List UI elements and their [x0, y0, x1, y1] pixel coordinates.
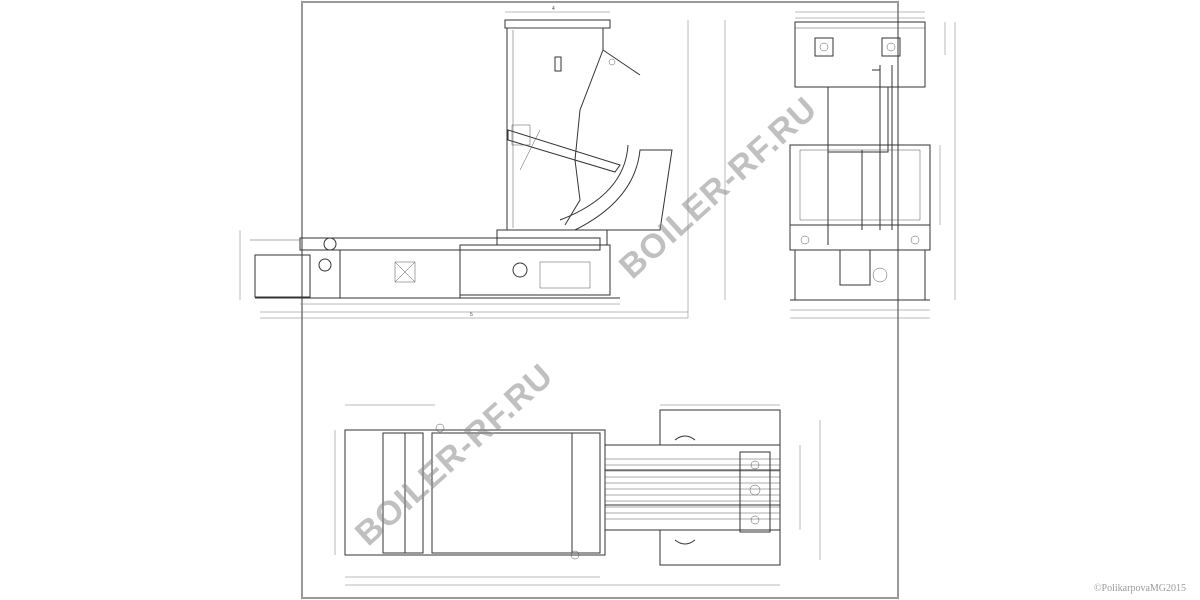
front-view: [789, 11, 956, 319]
side-view: 4 5: [239, 6, 726, 319]
svg-text:4: 4: [552, 6, 555, 12]
copyright-text: ©PolikarpovaMG2015: [1093, 583, 1186, 594]
plan-view: [334, 404, 821, 586]
svg-text:5: 5: [470, 312, 473, 318]
